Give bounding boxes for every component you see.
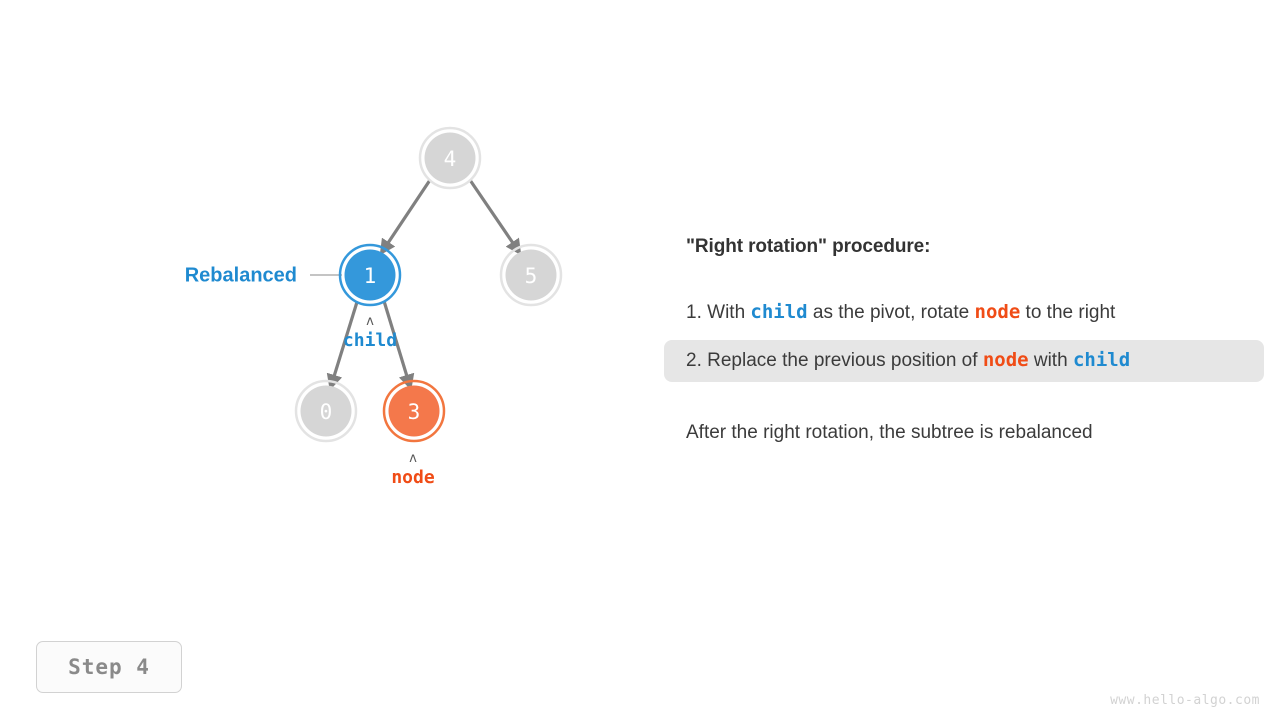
child-pointer-label: child: [342, 330, 398, 351]
tree-edges: [326, 179, 522, 391]
step-2-keyword-node: node: [982, 348, 1029, 371]
step-badge: Step 4: [36, 641, 182, 693]
step-1-text-part-4: to the right: [1020, 302, 1116, 323]
step-1-keyword-child: child: [750, 301, 808, 323]
step-1-number: 1.: [686, 302, 702, 323]
node-3-highlighted[interactable]: [382, 379, 446, 443]
node-pointer-caret-icon: ʌ: [409, 451, 417, 466]
tree-graphics: [294, 126, 563, 443]
node-pointer-label: node: [391, 467, 435, 488]
step-1-text-part-2: as the pivot, rotate: [807, 302, 975, 323]
step-2-number: 2.: [686, 349, 702, 371]
node-0[interactable]: [294, 379, 358, 443]
edge-1-to-0: [326, 301, 359, 391]
procedure-step-1: 1. With child as the pivot, rotate node …: [664, 292, 1264, 334]
step-2-text-part-2: with: [1028, 349, 1073, 371]
panel-heading: "Right rotation" procedure:: [686, 236, 931, 257]
child-pointer-caret-icon: ʌ: [366, 314, 374, 329]
step-badge-label: Step 4: [68, 655, 150, 679]
panel-footer-text: After the right rotation, the subtree is…: [686, 421, 1093, 443]
step-1-text-part-0: With: [707, 302, 751, 323]
procedure-panel: "Right rotation" procedure: 1. With chil…: [664, 236, 1264, 444]
binary-tree-diagram: 4 1 5 0 3 Rebalanced ʌ child ʌ node: [0, 0, 660, 560]
node-4[interactable]: [418, 126, 482, 190]
edge-4-to-1: [379, 179, 432, 256]
watermark: www.hello-algo.com: [1110, 693, 1260, 708]
edge-1-to-3: [382, 300, 415, 391]
step-1-keyword-node: node: [974, 301, 1021, 323]
edge-4-to-5: [468, 179, 522, 256]
step-2-keyword-child: child: [1072, 348, 1131, 371]
node-5[interactable]: [499, 243, 563, 307]
rebalanced-label: Rebalanced: [184, 264, 297, 287]
node-1-highlighted[interactable]: [338, 243, 402, 307]
step-2-text-part-0: Replace the previous position of: [707, 349, 983, 371]
procedure-step-2: 2. Replace the previous position of node…: [664, 339, 1264, 382]
